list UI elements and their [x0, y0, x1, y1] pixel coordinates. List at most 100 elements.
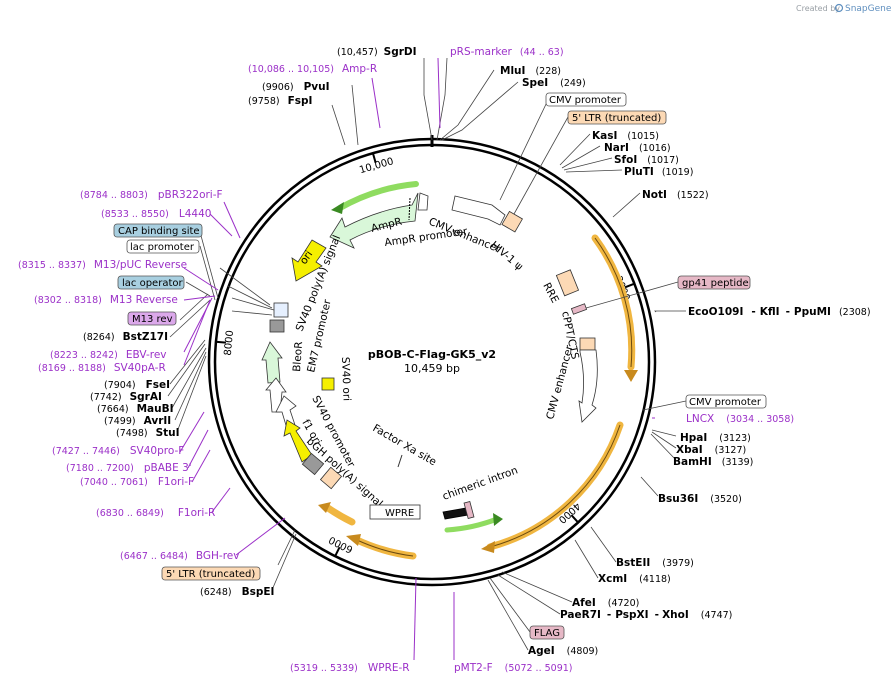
site-ppumi-name: PpuMI: [794, 306, 831, 318]
site-stui-name: StuI: [156, 427, 180, 439]
primer-f1ori-r: (6830 .. 6849) F1ori-R: [96, 507, 215, 519]
box-flag: [529, 625, 565, 640]
orange-arc-top-right-line: [594, 237, 633, 368]
orange-arc-bottom-small: [324, 504, 356, 526]
ampr-dashed-line: [408, 197, 411, 221]
primer-lines: [179, 57, 655, 661]
site-stui: (7498)StuI: [116, 427, 180, 439]
site-nari-pos: (1016): [639, 143, 671, 154]
primer-ampr-range: (10,086 .. 10,105): [248, 64, 334, 75]
primer-sv40pa: (8169 .. 8188)SV40pA-R: [38, 362, 166, 374]
factor-xa-tick: [397, 454, 403, 468]
primer-m13rev: (8302 .. 8318)M13 Reverse: [34, 294, 178, 306]
sv40-ori-box: [321, 377, 335, 391]
site-paer7i-name: PaeR7I: [560, 609, 601, 621]
primer-sv40pro: (7427 .. 7446)SV40pro-F: [52, 445, 184, 457]
primer-f1ori-r-name: F1ori-R: [178, 507, 215, 519]
site-fspi: (9758)FspI: [248, 95, 312, 107]
box-gp41-label: gp41 peptide: [682, 278, 749, 289]
site-noti: NotI(1522): [642, 189, 709, 201]
site-xcmi-name: XcmI: [598, 573, 627, 585]
site-sfoi-name: SfoI: [614, 154, 637, 166]
site-bamhi-pos: (3139): [722, 457, 754, 468]
box-5ltr-bottom-label: 5' LTR (truncated): [166, 569, 255, 580]
site-kasi-pos: (1015): [627, 131, 659, 142]
primer-sv40pro-range: (7427 .. 7446): [52, 446, 120, 457]
primer-m13rev-range: (8302 .. 8318): [34, 295, 102, 306]
primer-prs: pRS-marker(44 .. 63): [450, 46, 564, 58]
plasmid-length: 10,459 bp: [404, 362, 460, 375]
tick-mark-6000: [334, 546, 341, 556]
site-agei: AgeI(4809): [528, 645, 598, 657]
site-maubi: (7664)MauBI: [97, 403, 174, 415]
primer-lncx-range: (3034 .. 3058): [726, 414, 794, 425]
primer-ebv-range: (8223 .. 8242): [50, 350, 118, 361]
orange-arrowhead-1: [624, 370, 638, 382]
orange-arrowhead-3: [346, 534, 361, 546]
primer-ampr-name: Amp-R: [342, 63, 377, 75]
primer-ebv: (8223 .. 8242) EBV-rev: [50, 349, 167, 361]
primer-bgh: (6467 .. 6484)BGH-rev: [120, 550, 239, 562]
site-pluti-name: PluTI: [624, 166, 654, 178]
site-spei-name: SpeI: [522, 77, 548, 89]
primer-l4440-range: (8533 .. 8550): [101, 209, 169, 220]
site-xbai: XbaI(3127): [676, 444, 746, 456]
site-pvui-pos: (9906): [262, 82, 294, 93]
plasmid-name: pBOB-C-Flag-GK5_v2: [368, 348, 496, 361]
primer-f1ori-r-range: (6830 .. 6849): [96, 508, 164, 519]
site-xcmi: XcmI (4118): [598, 573, 671, 585]
box-m13-rev-label: M13 rev: [132, 314, 173, 325]
primer-ebv-name: EBV-rev: [126, 349, 167, 361]
box-cmv-promoter-right-label: CMV promoter: [689, 397, 762, 408]
box-flag-label: FLAG: [534, 628, 560, 639]
primer-ampr: (10,086 .. 10,105) Amp-R: [248, 63, 377, 75]
site-bamhi-name: BamHI: [673, 456, 712, 468]
feature-label-bleor: BleoR: [291, 341, 305, 372]
box-5ltr-top-label: 5' LTR (truncated): [572, 113, 661, 124]
feature-label-cmv-enhancer-2: CMV enhancer: [544, 343, 576, 420]
tick-mark-8000: [216, 340, 226, 344]
primer-pmt2-range: (5072 .. 5091): [505, 663, 573, 674]
bleor-arrow: [261, 341, 283, 384]
green-arc-top: [337, 181, 419, 211]
credit-text: Created by: [796, 4, 840, 13]
box-lac-operator-label: lac operator: [122, 278, 183, 289]
site-avrii-name: AvrII: [144, 415, 172, 427]
site-kasi-name: KasI: [592, 130, 617, 142]
primer-f1ori-f: (7040 .. 7061)F1ori-F: [80, 476, 194, 488]
primer-wpre: (5319 .. 5339)WPRE-R: [290, 662, 410, 674]
orange-arc-right: [486, 421, 624, 551]
site-spei-pos: (249): [560, 78, 586, 89]
site-bamhi: BamHI (3139): [673, 456, 753, 468]
feature-label-factor-xa: Factor Xa site: [371, 422, 439, 468]
orange-arc-bottom-line: [356, 539, 414, 557]
primer-l4440: (8533 .. 8550) L4440: [101, 208, 211, 220]
site-paer7i-pos: (4747): [701, 610, 733, 621]
primer-l4440-name: L4440: [179, 208, 212, 220]
site-noti-name: NotI: [642, 189, 667, 201]
site-nari: NarI(1016): [604, 142, 671, 154]
green-arc-bottom: [444, 516, 500, 533]
primer-m13puc-name: M13/pUC Reverse: [94, 259, 187, 271]
site-mlui-name: MluI: [500, 65, 525, 77]
site-afei: AfeI(4720): [572, 597, 639, 609]
site-bspei: (6248)BspEI: [200, 586, 274, 598]
grey-box-2: [301, 452, 325, 476]
site-bsteii: BstEII(3979): [616, 557, 694, 569]
site-sgrdi-name: SgrDI: [384, 46, 417, 58]
box-cmv-promoter-top-label: CMV promoter: [549, 95, 622, 106]
site-bsteii-name: BstEII: [616, 557, 650, 569]
site-maubi-pos: (7664): [97, 404, 129, 415]
box-5ltr-top: [567, 110, 667, 125]
site-bsu36i: Bsu36I(3520): [658, 493, 742, 505]
sv40-polya-box: [273, 302, 289, 318]
primer-lncx-name: LNCX: [686, 413, 714, 425]
cmv-enhancer-arrow-1: [451, 195, 506, 226]
ampr-arrow: [329, 192, 419, 249]
box-cmv-promoter-top: [545, 92, 627, 107]
box-cap-binding-label: CAP binding site: [118, 226, 200, 237]
site-xcmi-pos: (4118): [639, 574, 671, 585]
site-fsei-pos: (7904): [104, 380, 136, 391]
